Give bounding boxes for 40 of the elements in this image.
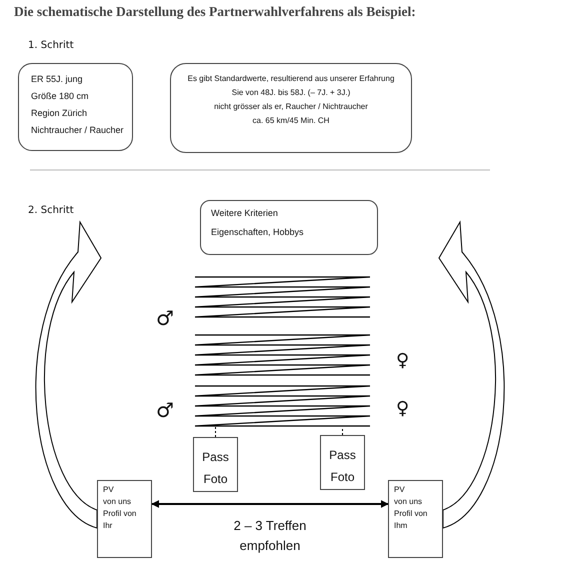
box-text: PV bbox=[394, 485, 406, 494]
profile-box bbox=[388, 480, 443, 558]
box-text: Pass Foto bbox=[201, 449, 230, 488]
heading: Die schematische Darstellung des Partnerwahlverfahrens als Beispiel: bbox=[14, 4, 416, 20]
connector-line bbox=[215, 426, 216, 438]
box-text: Profil von bbox=[394, 509, 428, 518]
box-text: Es gibt Standardwerte, resultierend aus unserer Erfahrung bbox=[186, 74, 396, 83]
box-text: Region Zürich bbox=[31, 108, 88, 118]
curved-block-arrow bbox=[35, 222, 102, 528]
step-label: 1. Schritt bbox=[28, 40, 74, 52]
standards-card bbox=[170, 63, 412, 153]
box-text: Ihr bbox=[103, 521, 114, 530]
box-text: ER 55J. jung bbox=[31, 74, 84, 84]
profile-box bbox=[97, 480, 152, 558]
box-text: Weitere Kriterien bbox=[211, 208, 279, 218]
double-arrow bbox=[151, 500, 389, 508]
male-symbol: ♂ bbox=[156, 306, 174, 330]
box-text: nicht grösser als er, Raucher / Nichtraucher bbox=[213, 102, 369, 111]
box-text: Sie von 48J. bis 58J. (– 7J. + 3J.) bbox=[230, 88, 352, 97]
box-text: Eigenschaften, Hobbys bbox=[211, 227, 305, 237]
profile-card bbox=[18, 63, 133, 151]
connector-line bbox=[342, 426, 343, 436]
female-symbol: ♀ bbox=[396, 398, 410, 420]
box-text: Größe 180 cm bbox=[31, 91, 90, 101]
box-text: PV bbox=[103, 485, 115, 494]
zigzag-lines-drawing bbox=[194, 276, 371, 427]
photo-box bbox=[320, 435, 365, 490]
box-text: von uns bbox=[394, 497, 424, 506]
photo-box bbox=[193, 437, 238, 492]
box-text: ca. 65 km/45 Min. CH bbox=[252, 116, 330, 125]
box-text: Ihm bbox=[394, 521, 408, 530]
edge-label: 2 – 3 Treffen empfohlen bbox=[232, 517, 308, 555]
box-text: von uns bbox=[103, 497, 132, 506]
box-text: Profil von bbox=[103, 509, 138, 518]
male-symbol: ♂ bbox=[156, 398, 174, 422]
female-symbol: ♀ bbox=[396, 350, 410, 372]
step-label: 2. Schritt bbox=[28, 205, 74, 217]
curved-block-arrow bbox=[438, 222, 505, 528]
box-text: Pass Foto bbox=[328, 447, 357, 486]
criteria-card bbox=[200, 200, 378, 255]
